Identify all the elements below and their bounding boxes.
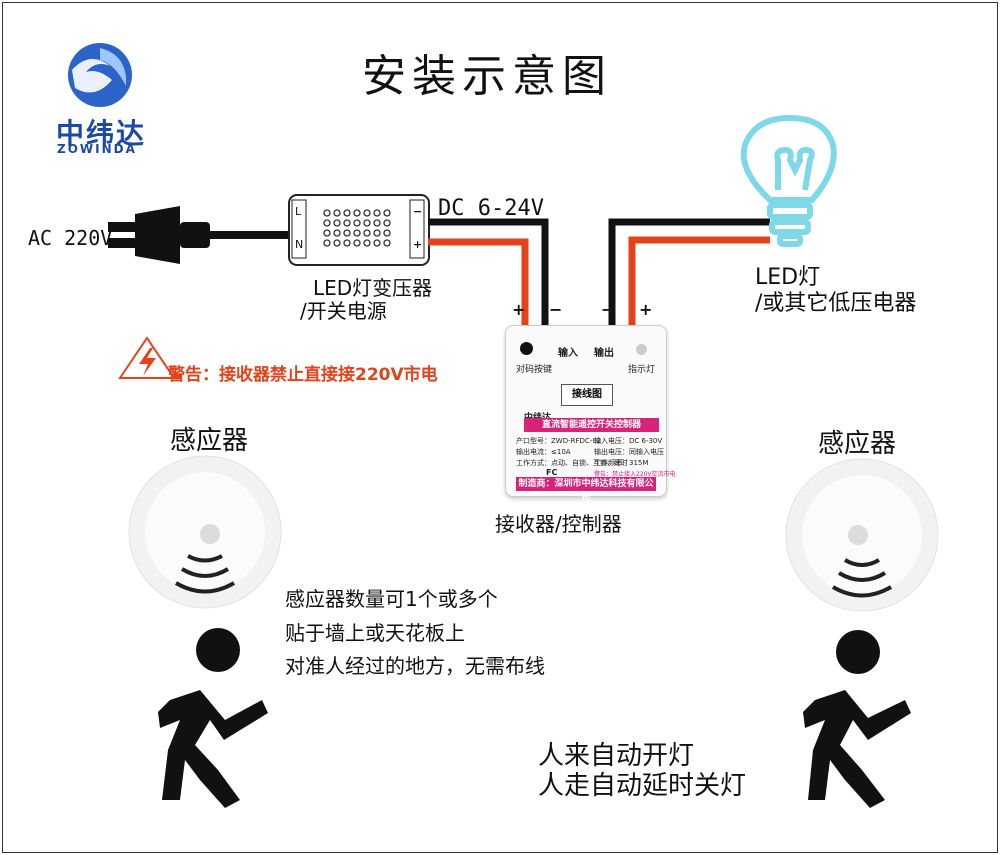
output-wires [608, 218, 770, 325]
controller-box: 对码按键 输入 输出 指示灯 接线图 中纬达 直流智能遥控开关控制器 产口型号：… [505, 325, 676, 503]
load-label-line1: LED灯 [755, 265, 821, 290]
warning-text: 警告：接收器禁止直接接220V市电 [168, 365, 438, 385]
model-label: 产口型号：ZWD-RFDC-02 [516, 437, 602, 445]
sensor-left-label: 感应器 [170, 426, 249, 456]
sensor-right-label: 感应器 [818, 429, 897, 459]
sensor-left-icon [128, 455, 282, 609]
input-minus-label: − [549, 300, 563, 319]
page-title: 安装示意图 [362, 51, 612, 102]
input-plus-label: + [512, 300, 526, 319]
maker-label: 制造商：深圳市中纬达科技有限公司 [516, 477, 656, 503]
dc-voltage-label: DC 6-24V [438, 196, 544, 221]
note-line-3: 对准人经过的地方，无需布线 [285, 654, 545, 678]
notice-label: 警告：禁止接入220V交流市电 [594, 471, 676, 478]
controller-caption: 接收器/控制器 [495, 512, 622, 536]
input-voltage-label: 输入电压：DC 6-30V [594, 437, 663, 445]
output-current-label: 输出电流：≤10A [516, 448, 571, 456]
certification-label: FC [546, 468, 558, 477]
output-minus-label: − [601, 300, 615, 319]
product-name: 直流智能遥控开关控制器 [524, 418, 659, 432]
auto-line-2: 人走自动延时关灯 [538, 771, 747, 801]
output-voltage-label: 输出电压：同输入电压 [594, 448, 664, 456]
transformer-minus-label: − [413, 205, 423, 218]
transformer-label-line2: /开关电源 [300, 299, 387, 323]
auto-line-1: 人来自动开灯 [538, 741, 695, 771]
input-wires [428, 218, 549, 325]
input-port-label: 输入 [558, 348, 578, 359]
zowinda-logo-icon [68, 43, 132, 107]
sensor-right-icon [785, 458, 939, 612]
note-line-2: 贴于墙上或天花板上 [285, 621, 465, 645]
pair-button-icon [520, 342, 533, 355]
output-plus-label: + [639, 300, 653, 319]
pin-n-label: N [295, 238, 304, 251]
power-plug-icon [108, 206, 290, 264]
person-left-icon [158, 628, 268, 808]
indicator-label: 指示灯 [628, 365, 656, 375]
output-port-label: 输出 [594, 348, 614, 359]
person-right-icon [803, 630, 911, 808]
wiring-diagram-label: 接线图 [561, 384, 613, 406]
light-bulb-icon [740, 114, 837, 247]
work-mode-label: 工作方式：点动、自锁、互锁、延时 [516, 459, 628, 467]
note-line-1: 感应器数量可1个或多个 [285, 587, 498, 611]
pair-button-label: 对码按键 [516, 365, 553, 375]
pin-l-label: L [295, 205, 302, 218]
transformer-icon [288, 194, 430, 266]
ac-input-label: AC 220V [28, 226, 113, 250]
brand-name-cn: 中纬达 [56, 117, 147, 150]
frequency-label: 工作频率：315M [594, 459, 649, 467]
transformer-plus-label: + [413, 238, 423, 251]
brand-name-en: ZOWINDA [57, 142, 137, 156]
transformer-label-line1: LED灯变压器 [313, 276, 433, 300]
indicator-light-icon [636, 344, 647, 355]
warning-icon [118, 336, 176, 379]
load-label-line2: /或其它低压电器 [755, 291, 917, 316]
